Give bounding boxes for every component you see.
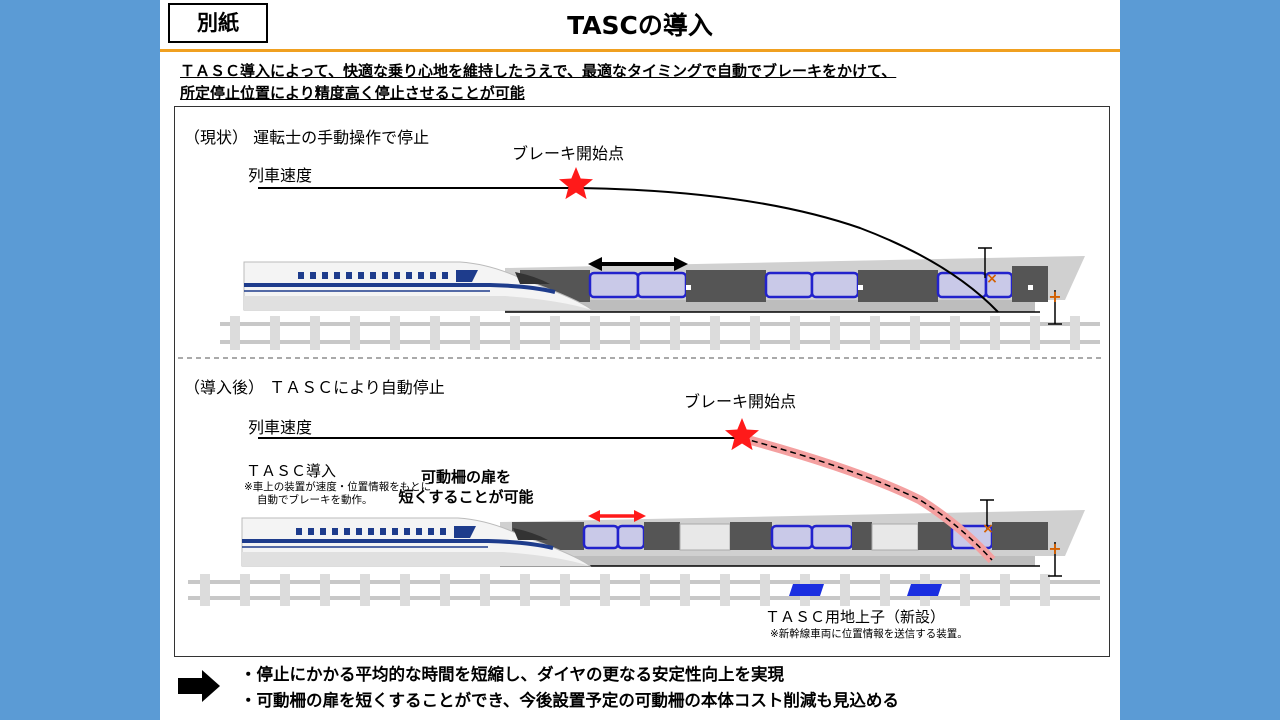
door-note-2: 短くすることが可能 bbox=[398, 488, 534, 506]
svg-text:×: × bbox=[986, 271, 998, 287]
stop-marker-current: × + bbox=[978, 247, 1062, 325]
attachment-tag: 別紙 bbox=[168, 3, 268, 43]
diagram-graphics: × + bbox=[178, 167, 1102, 702]
track-current bbox=[220, 316, 1100, 350]
after-brake-label: ブレーキ開始点 bbox=[684, 392, 797, 411]
conclusion-line-1: ・停止にかかる平均的な時間を短縮し、ダイヤの更なる安定性向上を実現 bbox=[240, 665, 785, 684]
conclusion-line-2: ・可動柵の扉を短くすることができ、今後設置予定の可動柵の本体コスト削減も見込める bbox=[240, 691, 899, 710]
conclusion-arrow-icon bbox=[178, 670, 220, 702]
stop-marker-after: × + bbox=[980, 499, 1062, 577]
svg-text:×: × bbox=[982, 521, 994, 537]
door-width-arrow-after bbox=[588, 510, 646, 522]
door-width-arrow-current bbox=[588, 257, 688, 271]
slide: 別紙 TASCの導入 ＴＡＳＣ導入によって、快適な乗り心地を維持したうえで、最適… bbox=[160, 0, 1120, 720]
tasc-ground-coils bbox=[789, 584, 942, 596]
tasc-coil-note: ※新幹線車両に位置情報を送信する装置。 bbox=[770, 628, 968, 640]
track-after bbox=[188, 574, 1100, 606]
intro-line-1: ＴＡＳＣ導入によって、快適な乗り心地を維持したうえで、最適なタイミングで自動でブ… bbox=[180, 62, 897, 80]
shinkansen-train-current bbox=[243, 261, 594, 311]
after-heading: （導入後） ＴＡＳＣにより自動停止 bbox=[184, 378, 445, 397]
tasc-coil-label: ＴＡＳＣ用地上子（新設） bbox=[765, 608, 946, 626]
current-speed-label: 列車速度 bbox=[248, 166, 313, 185]
speed-curve-current bbox=[258, 187, 999, 313]
intro-line-2: 所定停止位置により精度高く停止させることが可能 bbox=[180, 84, 525, 102]
page-title: TASCの導入 bbox=[567, 11, 713, 40]
platform-after bbox=[500, 510, 1085, 567]
after-speed-label: 列車速度 bbox=[248, 418, 313, 437]
tasc-note-1: ※車上の装置が速度・位置情報をもとに bbox=[244, 481, 432, 493]
brake-start-star-current bbox=[559, 167, 593, 200]
door-note-1: 可動柵の扉を bbox=[420, 468, 511, 486]
after-diagram: × + bbox=[188, 418, 1100, 606]
conclusion: ・停止にかかる平均的な時間を短縮し、ダイヤの更なる安定性向上を実現 ・可動柵の扉… bbox=[240, 662, 899, 714]
current-heading: （現状） 運転士の手動操作で停止 bbox=[184, 128, 430, 147]
tasc-speed-curve-dash bbox=[741, 437, 993, 561]
intro-text: ＴＡＳＣ導入によって、快適な乗り心地を維持したうえで、最適なタイミングで自動でブ… bbox=[180, 60, 1100, 104]
title-rule bbox=[160, 49, 1120, 52]
shinkansen-train-after bbox=[241, 517, 592, 567]
svg-text:+: + bbox=[1048, 287, 1061, 306]
tasc-note-2: 自動でブレーキを動作。 bbox=[257, 494, 373, 506]
brake-start-star-after bbox=[725, 418, 759, 451]
current-brake-label: ブレーキ開始点 bbox=[512, 144, 625, 163]
current-diagram: × + bbox=[220, 167, 1100, 350]
diagram-panel bbox=[174, 106, 1110, 657]
tasc-title: ＴＡＳＣ導入 bbox=[246, 462, 337, 480]
svg-text:+: + bbox=[1048, 539, 1061, 558]
